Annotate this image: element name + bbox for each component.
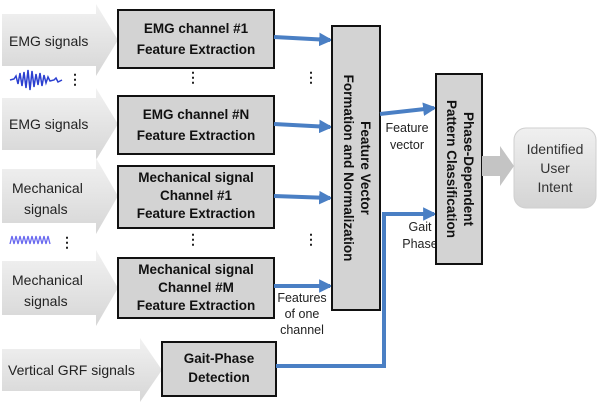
mech-channel-1-box — [117, 165, 275, 229]
emg-channel-1-title: EMG channel #1 — [144, 21, 249, 36]
emg1-input-arrow — [2, 4, 118, 76]
mech1-input-arrow — [2, 158, 118, 234]
gait-phase-detection-box — [161, 341, 277, 397]
pattern-classification-line1: Phase-Dependent — [461, 112, 476, 227]
mech-channel-m-line1: Mechanical signal — [138, 262, 254, 277]
mechM-input-arrow — [2, 250, 118, 326]
emgN-to-fv-arrow — [273, 119, 333, 134]
mech1-input-label-line1: Mechanical — [12, 180, 83, 196]
emg-channel-n-box — [117, 95, 275, 155]
gait-phase-detection-line1: Gait-Phase — [184, 351, 255, 366]
mech-channel-m-box — [117, 257, 275, 319]
mech-channel-1-line2: Channel #1 — [160, 188, 233, 203]
mechM-input-label-line2: signals — [24, 293, 68, 309]
mech-channel-1-line3: Feature Extraction — [137, 206, 256, 221]
gait-phase-annotation-line1: Gait — [409, 220, 432, 234]
emg-waveform-icon — [9, 69, 63, 91]
identified-user-intent-box — [513, 127, 597, 209]
emg-channel-n-title: EMG channel #N — [143, 107, 250, 122]
emgN-input-label: EMG signals — [9, 116, 88, 132]
mech1-to-fv-arrow — [273, 190, 333, 205]
features-annotation-line3: channel — [280, 323, 324, 337]
feature-vector-formation-line2: Formation and Normalization — [341, 75, 356, 262]
output-line3: Intent — [537, 179, 572, 195]
grf-input-arrow — [2, 338, 162, 402]
emg-channel-1-box — [117, 9, 275, 69]
mech-channel-m-line3: Feature Extraction — [137, 298, 256, 313]
feature-vector-formation-line1: Feature Vector — [358, 121, 373, 216]
gait-phase-annotation-line2: Phase — [402, 237, 437, 251]
arrows-ellipsis-top-icon: ⋮ — [304, 69, 318, 85]
emg1-input-label: EMG signals — [9, 33, 88, 49]
mech1-input-label-line2: signals — [24, 201, 68, 217]
emg-channel-1-subtitle: Feature Extraction — [137, 42, 256, 57]
mech-waveform-icon — [9, 235, 51, 245]
emg-channel-n-subtitle: Feature Extraction — [137, 128, 256, 143]
output-line2: User — [540, 160, 570, 176]
mechM-input-label-line1: Mechanical — [12, 272, 83, 288]
emgN-input-arrow — [2, 88, 118, 160]
emg1-to-fv-arrow — [273, 32, 333, 47]
mech-channel-1-line1: Mechanical signal — [138, 170, 254, 185]
emg-channels-ellipsis-icon: ⋮ — [186, 69, 200, 85]
arrows-ellipsis-bottom-icon: ⋮ — [304, 231, 318, 247]
fv-to-classifier-arrow — [379, 102, 437, 116]
grf-input-label: Vertical GRF signals — [8, 362, 135, 378]
pattern-classification-box — [435, 73, 483, 265]
feature-vector-annotation-line1: Feature — [385, 121, 428, 135]
pattern-classification-line2: Pattern Classification — [444, 100, 459, 238]
mech-channel-m-line2: Channel #M — [158, 280, 234, 295]
feature-vector-formation-box — [331, 25, 381, 311]
gait-phase-detection-line2: Detection — [188, 370, 250, 385]
gait-phase-arrow — [276, 207, 437, 368]
mech-ellipsis-icon: ⋮ — [60, 234, 74, 250]
classifier-to-output-arrow — [482, 146, 514, 186]
features-annotation-line1: Features — [277, 291, 326, 305]
features-annotation-line2: of one — [285, 307, 320, 321]
output-line1: Identified — [527, 141, 584, 157]
emg-ellipsis-icon: ⋮ — [68, 71, 82, 87]
mech-channels-ellipsis-icon: ⋮ — [186, 231, 200, 247]
feature-vector-annotation-line2: vector — [390, 138, 424, 152]
